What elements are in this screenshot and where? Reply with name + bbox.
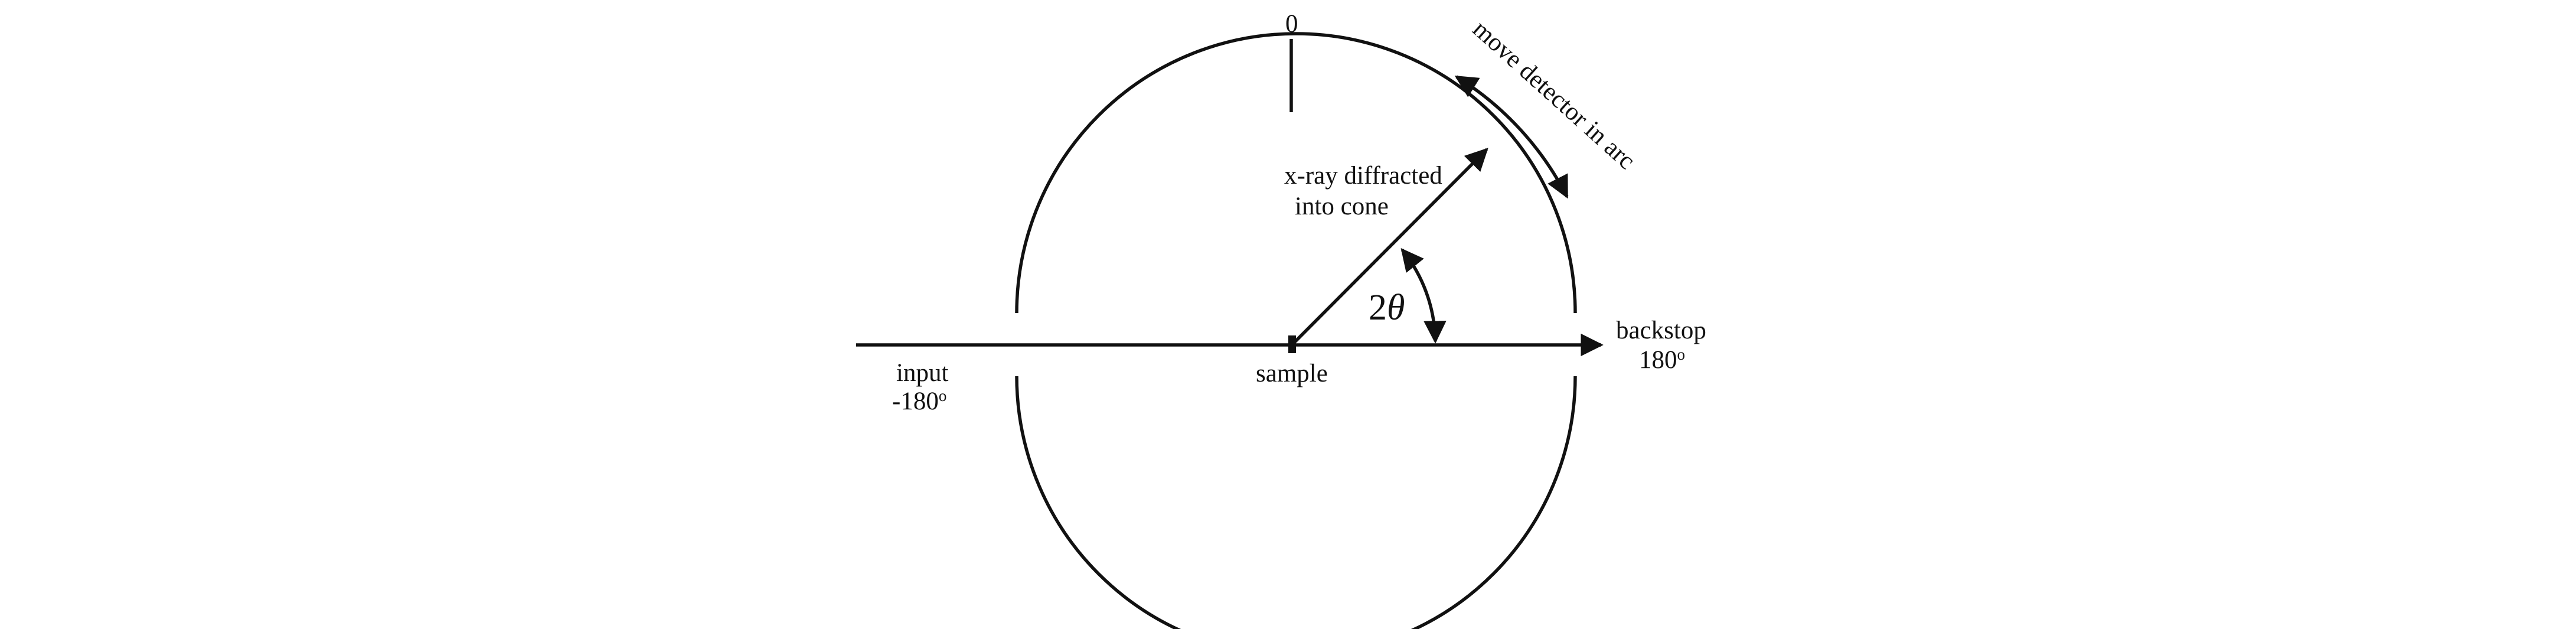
xray-diffracted-label-line2: into cone <box>1295 193 1389 220</box>
detector-circle-lower-arc <box>1015 376 1577 629</box>
move-detector-label: move detector in arc <box>1467 15 1640 175</box>
backstop-angle-label: 180o <box>1639 346 1685 374</box>
two-theta-angle-arc <box>1400 248 1447 344</box>
backstop-angle-value: 180 <box>1639 346 1677 374</box>
backstop-degree-mark: o <box>1677 346 1686 363</box>
backstop-label: backstop <box>1616 317 1706 344</box>
two-theta-number: 2 <box>1369 288 1387 328</box>
xray-diffracted-label-line1: x-ray diffracted <box>1284 162 1442 190</box>
input-degree-mark: o <box>939 387 947 405</box>
diffracted-ray <box>1291 148 1488 346</box>
sample-label: sample <box>1256 360 1328 387</box>
zero-label: 0 <box>1285 10 1298 38</box>
two-theta-label: 2θ <box>1369 288 1405 328</box>
input-label: input <box>896 359 948 387</box>
theta-symbol: θ <box>1387 288 1405 328</box>
input-angle-value: -180 <box>892 387 939 415</box>
input-angle-label: -180o <box>892 387 946 415</box>
detector-motion-arc <box>1454 75 1569 199</box>
